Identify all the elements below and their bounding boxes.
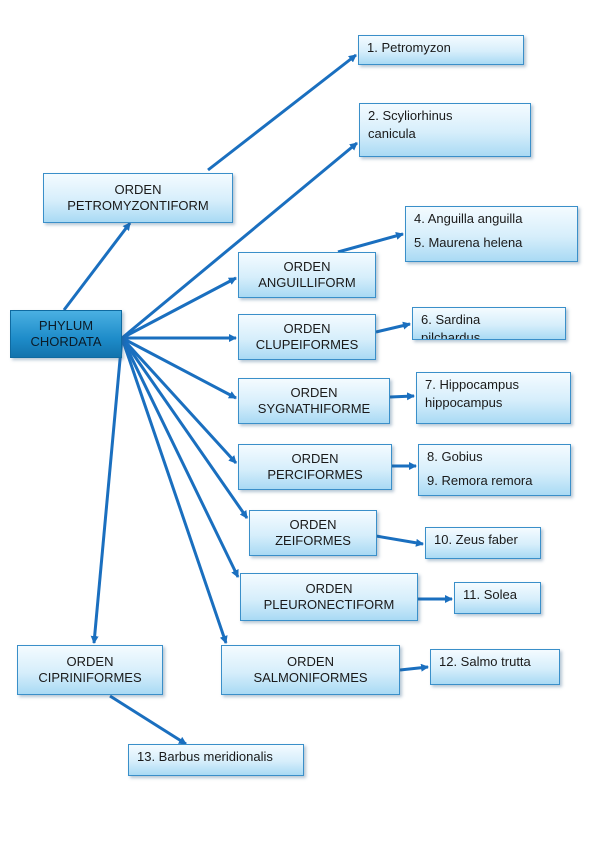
- species-name: 13. Barbus meridionalis: [137, 749, 273, 764]
- species-name-cont: pilchardus: [421, 330, 481, 340]
- order-name: SYGNATHIFORME: [257, 401, 371, 416]
- species-name: 7. Hippocampus: [425, 377, 519, 392]
- species-name: 9. Remora remora: [427, 473, 533, 488]
- order-label: ORDEN: [289, 517, 337, 532]
- order-label: ORDEN: [283, 259, 331, 274]
- order-salmoniformes-box: ORDEN SALMONIFORMES: [221, 645, 400, 695]
- arrow-root-to-petromyzontiform: [62, 222, 132, 311]
- species-sardina-box: 6. Sardina pilchardus: [412, 307, 566, 340]
- arrow-anguilliform-to-anguilla: [337, 232, 404, 254]
- arrow-sygnathiforme-to-hippocampus: [389, 392, 415, 401]
- order-cipriniformes-box: ORDEN CIPRINIFORMES: [17, 645, 163, 695]
- species-salmo-box: 12. Salmo trutta: [430, 649, 560, 685]
- species-name: 1. Petromyzon: [367, 40, 451, 55]
- order-name: PLEURONECTIFORM: [263, 597, 395, 612]
- arrow-cipriniformes-to-barbus: [109, 694, 187, 746]
- species-solea-box: 11. Solea: [454, 582, 541, 614]
- species-hippocampus-box: 7. Hippocampus hippocampus: [416, 372, 571, 424]
- phylum-name: CHORDATA: [30, 334, 102, 349]
- order-anguilliform-box: ORDEN ANGUILLIFORM: [238, 252, 376, 298]
- species-name-cont: canicula: [368, 126, 416, 141]
- arrow-petromyzontiform-to-petromyzon: [207, 53, 357, 172]
- order-label: ORDEN: [305, 581, 353, 596]
- arrow-root-to-zeiformes: [120, 337, 249, 519]
- arrow-root-to-perciformes: [120, 336, 238, 465]
- order-name: CLUPEIFORMES: [255, 337, 359, 352]
- species-name-cont: hippocampus: [425, 395, 503, 410]
- arrow-root-to-anguilliform: [121, 276, 237, 340]
- order-label: ORDEN: [283, 321, 331, 336]
- species-name: 4. Anguilla anguilla: [414, 211, 523, 226]
- arrow-root-to-salmoniformes: [120, 337, 228, 644]
- species-name: 11. Solea: [463, 587, 517, 602]
- arrow-root-to-cipriniformes: [90, 337, 124, 644]
- species-name: 8. Gobius: [427, 449, 483, 464]
- arrow-zeiformes-to-zeus: [375, 534, 424, 547]
- order-name: SALMONIFORMES: [253, 670, 368, 685]
- species-gobius-box: 8. Gobius 9. Remora remora: [418, 444, 571, 496]
- arrow-root-to-pleuronectiform: [120, 337, 240, 578]
- order-label: ORDEN: [114, 182, 162, 197]
- species-petromyzon-box: 1. Petromyzon: [358, 35, 524, 65]
- order-petromyzontiform-box: ORDEN PETROMYZONTIFORM: [43, 173, 233, 223]
- arrow-clupeiformes-to-sardina: [375, 321, 411, 334]
- order-label: ORDEN: [291, 451, 339, 466]
- species-name: 5. Maurena helena: [414, 235, 523, 250]
- order-pleuronectiform-box: ORDEN PLEURONECTIFORM: [240, 573, 418, 621]
- arrow-root-to-sygnathiforme: [121, 336, 237, 400]
- order-label: ORDEN: [290, 385, 338, 400]
- order-label: ORDEN: [66, 654, 114, 669]
- order-clupeiformes-box: ORDEN CLUPEIFORMES: [238, 314, 376, 360]
- phylum-label: PHYLUM: [38, 318, 94, 333]
- order-zeiformes-box: ORDEN ZEIFORMES: [249, 510, 377, 556]
- species-name: 2. Scyliorhinus: [368, 108, 453, 123]
- order-name: CIPRINIFORMES: [38, 670, 142, 685]
- order-perciformes-box: ORDEN PERCIFORMES: [238, 444, 392, 490]
- species-scyliorhinus-box: 2. Scyliorhinus canicula: [359, 103, 531, 157]
- order-sygnathiforme-box: ORDEN SYGNATHIFORME: [238, 378, 390, 424]
- species-name: 12. Salmo trutta: [439, 654, 531, 669]
- species-name: 6. Sardina: [421, 312, 481, 327]
- arrow-salmoniformes-to-salmo: [399, 663, 429, 672]
- arrow-root-to-scyliorhinus: [121, 141, 358, 340]
- order-name: ANGUILLIFORM: [258, 275, 356, 290]
- order-label: ORDEN: [287, 654, 334, 669]
- species-barbus-box: 13. Barbus meridionalis: [128, 744, 304, 776]
- species-name: 10. Zeus faber: [434, 532, 518, 547]
- order-name: ZEIFORMES: [275, 533, 351, 548]
- order-name: PERCIFORMES: [267, 467, 363, 482]
- species-anguilla-box: 4. Anguilla anguilla 5. Maurena helena: [405, 206, 578, 262]
- species-zeus-box: 10. Zeus faber: [425, 527, 541, 559]
- phylum-chordata-box: PHYLUM CHORDATA: [10, 310, 122, 358]
- order-name: PETROMYZONTIFORM: [67, 198, 209, 213]
